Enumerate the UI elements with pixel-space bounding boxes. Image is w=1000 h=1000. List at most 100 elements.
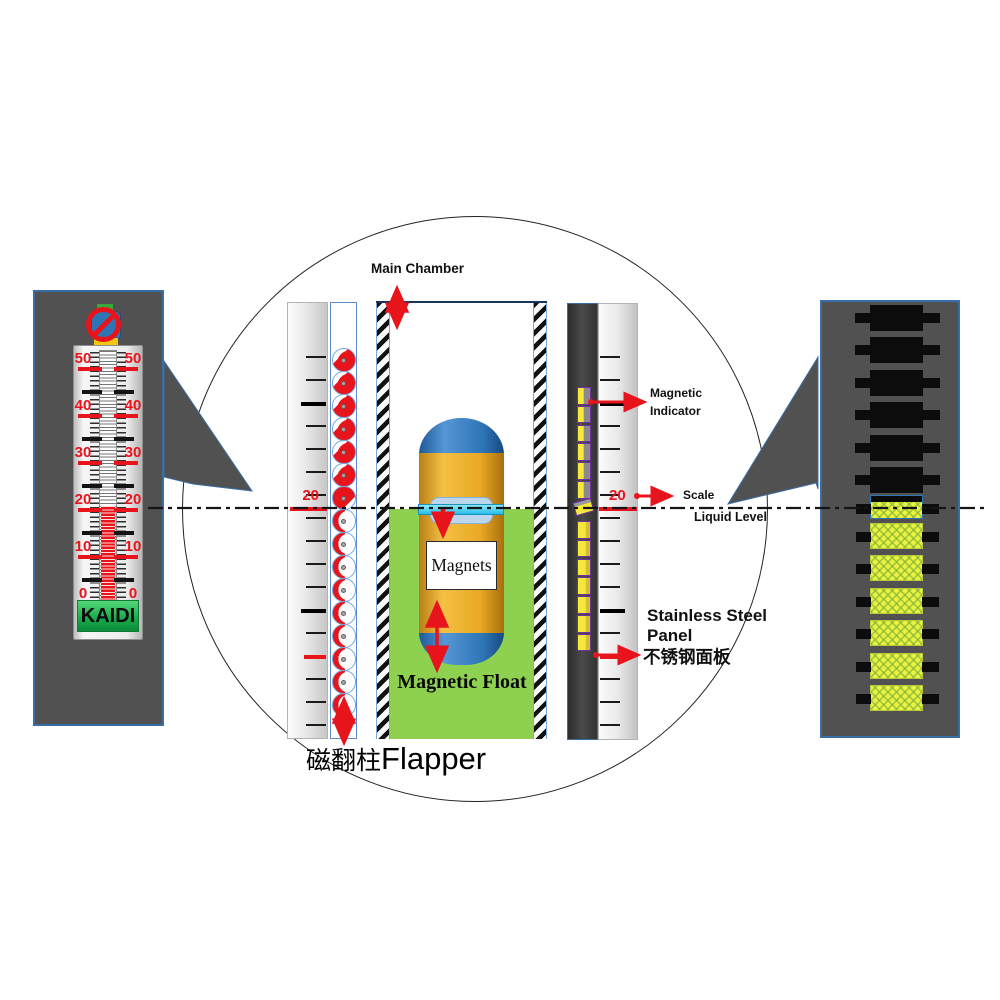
flapper-pivot-left <box>856 564 871 575</box>
gauge-scale-number: 10 <box>74 538 92 555</box>
scale-tick <box>306 724 326 726</box>
scale-tick <box>600 563 620 565</box>
gauge-red-column <box>101 506 115 600</box>
liquid-level-label: Liquid Level <box>694 510 767 524</box>
gauge-mid-tick <box>82 531 102 535</box>
scale-tick <box>306 494 326 496</box>
scale-tick <box>600 540 620 542</box>
gauge-minor-ticks-left <box>90 352 99 629</box>
flapper-pivot-left <box>856 661 871 672</box>
magnetic-indicator-label-line2: Indicator <box>650 404 701 418</box>
flapper-pivot-right <box>922 629 939 640</box>
scale-level-label-right: 20 <box>609 487 626 504</box>
scale-tick <box>600 609 625 613</box>
flapper-ball <box>332 532 356 556</box>
gauge-major-tick <box>114 414 138 418</box>
indicator-segment <box>577 462 591 480</box>
flapper-pivot-right <box>923 442 940 453</box>
flapper-pivot-right <box>922 661 939 672</box>
gauge-mid-tick <box>82 484 102 488</box>
gauge-mid-tick <box>114 484 134 488</box>
flapper-ball-pivot <box>341 518 347 524</box>
gauge-major-tick <box>114 461 138 465</box>
gauge-scale-number: 0 <box>128 585 138 602</box>
gauge-scale-number: 10 <box>124 538 142 555</box>
gauge-mid-tick <box>82 437 102 441</box>
panel-flapper <box>855 434 940 461</box>
flapper-pivot-right <box>923 345 940 356</box>
indicator-segment <box>577 424 591 443</box>
flapper-pivot-left <box>855 345 870 356</box>
flapper-ball <box>332 417 356 441</box>
panel-flapper <box>856 523 939 549</box>
flapper-label-en: Flapper <box>381 741 487 776</box>
scale-tick <box>600 494 620 496</box>
indicator-segment <box>577 633 591 652</box>
indicator-segment <box>577 577 591 595</box>
magnetic-float-label: Magnetic Float <box>397 671 527 693</box>
scale-tick <box>306 540 326 542</box>
flapper-ball <box>332 693 356 717</box>
gauge-mid-tick <box>114 390 134 394</box>
indicator-segment <box>577 539 591 558</box>
flapper-pivot-right <box>923 475 940 485</box>
scale-tick <box>306 586 326 588</box>
stainless-steel-label-cn: 不锈钢面板 <box>643 647 731 667</box>
scale-label: Scale <box>683 488 715 502</box>
chamber-top-edge <box>376 300 547 303</box>
flapper-ball <box>332 463 356 487</box>
gauge-mid-tick <box>114 531 134 535</box>
flapper-ball-pivot <box>341 426 347 432</box>
flapper-pivot-left <box>856 694 871 704</box>
scale-strip <box>598 303 638 740</box>
flapper-pivot-right <box>922 532 939 542</box>
right-photo-panel <box>820 300 960 738</box>
gauge-scale-number: 20 <box>124 491 142 508</box>
scale-tick <box>306 448 326 450</box>
flapper-pivot-left <box>855 377 870 388</box>
gauge-major-tick <box>78 461 102 465</box>
flapper-ball <box>332 670 356 694</box>
panel-flapper <box>856 495 939 519</box>
scale-tick <box>306 356 326 358</box>
flapper-ball-pivot <box>341 656 347 662</box>
flapper-pivot-right <box>922 564 939 575</box>
panel-flapper <box>856 555 939 582</box>
scale-tick <box>600 655 622 659</box>
scale-tick <box>301 402 326 406</box>
panel-flapper <box>855 467 940 493</box>
gauge-scale-number: 40 <box>124 397 142 414</box>
flapper-ball-pivot <box>341 403 347 409</box>
scale-tick <box>306 678 326 680</box>
main-chamber-label: Main Chamber <box>371 261 465 276</box>
panel-flapper <box>856 620 939 647</box>
scale-tick <box>306 563 326 565</box>
flapper-ball-pivot <box>341 702 347 708</box>
flapper-label: 磁翻柱Flapper <box>306 741 486 777</box>
magnets-box: Magnets <box>426 541 497 590</box>
flapper-ball-pivot <box>341 357 347 363</box>
flapper-ball <box>332 624 356 648</box>
scale-tick <box>304 655 326 659</box>
flapper-label-cn: 磁翻柱 <box>306 747 382 775</box>
flapper-ball <box>332 394 356 418</box>
flapper-pivot-right <box>923 410 940 421</box>
gauge-scale-number: 0 <box>78 585 88 602</box>
flapper-ball-pivot <box>341 541 347 547</box>
scale-tick <box>600 471 620 473</box>
flapper-pivot-right <box>923 313 940 323</box>
valve-base <box>94 338 118 347</box>
flapper-ball-pivot <box>341 679 347 685</box>
flapper-ball-pivot <box>341 610 347 616</box>
panel-flapper <box>856 587 939 614</box>
gauge-scale-number: 20 <box>74 491 92 508</box>
scale-tick <box>600 632 620 634</box>
flapper-ball <box>332 348 356 372</box>
gauge-major-tick <box>78 555 102 559</box>
scale-tick <box>600 517 620 519</box>
scale-tick <box>600 701 620 703</box>
flapper-ball <box>332 371 356 395</box>
flapper-ball <box>332 601 356 625</box>
prohibition-icon <box>86 307 121 342</box>
flapper-ball-pivot <box>341 449 347 455</box>
